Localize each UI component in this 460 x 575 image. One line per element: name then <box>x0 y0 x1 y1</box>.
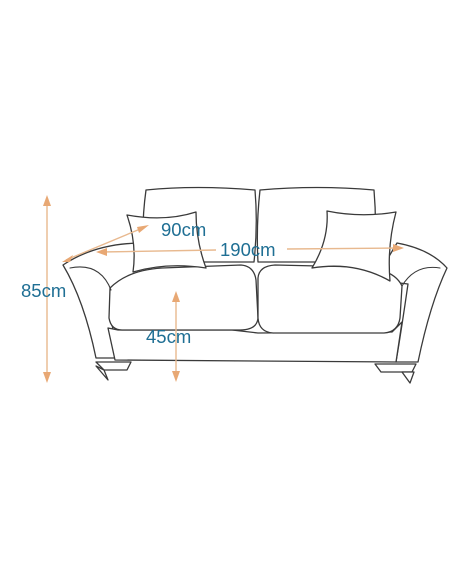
depth-dimension: 90cm <box>62 219 206 262</box>
right-arm-inner-edge <box>401 266 441 287</box>
height-dimension: 85cm <box>21 195 66 383</box>
height-arrow-bottom <box>43 372 51 383</box>
width-dimension: 190cm <box>96 239 404 260</box>
scatter-cushion-left <box>126 211 207 273</box>
right-foot <box>374 363 417 373</box>
right-foot-leg <box>401 371 415 384</box>
width-arrow-right <box>393 244 404 252</box>
seat-height-arrow-top <box>172 291 180 302</box>
height-label: 85cm <box>21 280 66 301</box>
width-label: 190cm <box>220 239 276 260</box>
left-arm-inner-edge <box>69 266 112 291</box>
height-arrow-top <box>43 195 51 206</box>
width-dimension-line-right <box>286 247 401 250</box>
sofa-drawing <box>62 186 448 384</box>
right-arm <box>374 242 448 363</box>
depth-label: 90cm <box>161 219 206 240</box>
width-arrow-left <box>96 248 107 256</box>
depth-dimension-line <box>65 226 146 261</box>
seat-height-label: 45cm <box>146 326 191 347</box>
left-foot <box>95 361 132 371</box>
seat-height-dimension: 45cm <box>146 291 191 382</box>
scatter-cushion-right <box>311 210 397 282</box>
seat-cushion-left <box>108 264 259 331</box>
left-foot-leg <box>95 365 109 381</box>
depth-arrow-right <box>137 225 149 233</box>
seat-height-arrow-bottom <box>172 371 180 382</box>
seat-cushion-right <box>257 264 403 334</box>
width-dimension-line <box>100 249 217 253</box>
depth-arrow-left <box>62 255 73 262</box>
